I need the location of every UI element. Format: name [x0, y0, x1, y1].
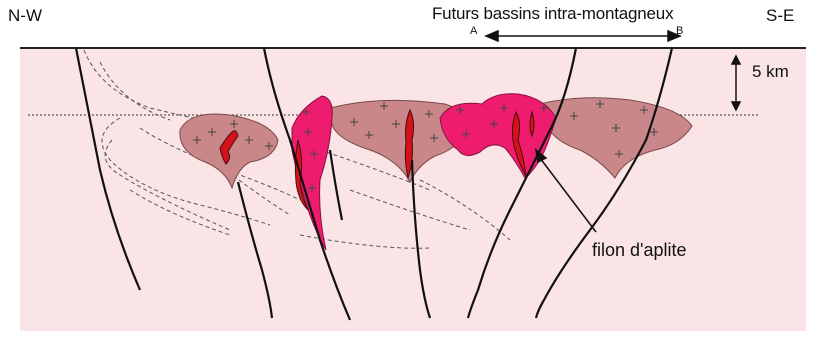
- scale-label: 5 km: [752, 62, 789, 82]
- basins-arrow: [486, 31, 680, 41]
- basins-label: Futurs bassins intra-montagneux: [432, 4, 673, 24]
- point-a-label: A: [470, 25, 477, 37]
- orientation-label-nw: N-W: [8, 6, 42, 26]
- point-b-label: B: [676, 25, 683, 37]
- aplite-dyke-label: filon d'aplite: [592, 240, 687, 261]
- orientation-label-se: S-E: [766, 6, 794, 26]
